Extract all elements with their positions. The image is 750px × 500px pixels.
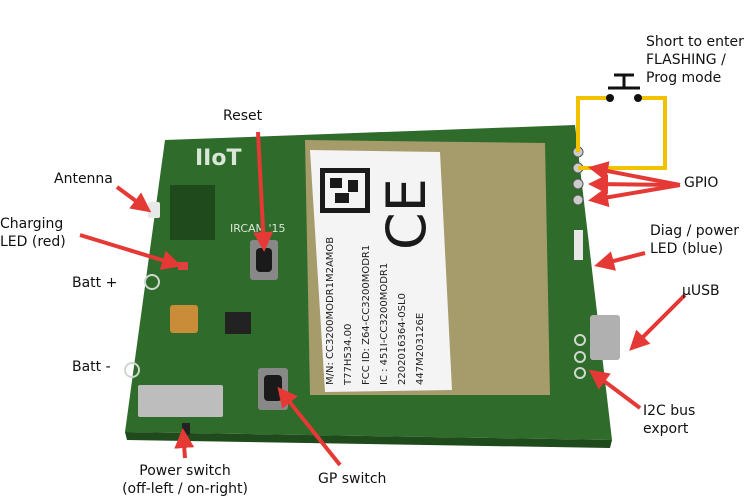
- antenna-trace: [170, 185, 215, 240]
- annotation-arrows: [79, 131, 687, 467]
- ce-mark: CE: [375, 178, 438, 250]
- silk-text: IRCAM '15: [230, 222, 286, 235]
- charging-led: [178, 262, 188, 270]
- gp-switch-button: [258, 368, 288, 410]
- gpio-label: GPIO: [684, 175, 719, 191]
- label-line-4: IC : 451I-CC3200MODR1: [379, 263, 390, 385]
- usb-label: µUSB: [682, 283, 720, 299]
- charging-led-label: Charging LED (red): [0, 216, 66, 250]
- label-line-6: 447M203126E: [415, 313, 426, 385]
- flashing-jumper-wire: [576, 73, 667, 170]
- label-line-3: FCC ID: Z64-CC3200MODR1: [361, 245, 372, 385]
- power-switch-label: Power switch (off-left / on-right): [122, 463, 248, 497]
- diag-led-label: Diag / power LED (blue): [650, 223, 740, 257]
- gp-switch-label: GP switch: [318, 471, 387, 487]
- label-line-1: M/N: CC3200MODR1M2AMOB: [325, 237, 336, 385]
- flashing-mode-label: Short to enter FLASHING / Prog mode: [646, 34, 744, 86]
- i2c-pad: [574, 367, 586, 379]
- usb-connector: [590, 315, 620, 360]
- silk-logo: IIoT: [195, 146, 242, 171]
- label-line-2: T77H534.00: [343, 324, 354, 386]
- batt-minus-label: Batt -: [72, 359, 111, 375]
- batt-plus-label: Batt +: [72, 275, 118, 291]
- label-line-5: 2202016364-0SL0: [397, 293, 408, 385]
- diag-led: [574, 230, 583, 260]
- i2c-bus-label: I2C bus export: [643, 403, 696, 437]
- reset-label: Reset: [223, 108, 263, 124]
- batt-minus-pad: [124, 362, 140, 378]
- antenna-label: Antenna: [54, 171, 113, 187]
- batt-plus-pad: [144, 274, 160, 290]
- wifi-module: CE M/N: CC3200MODR1M2AMOB T77H534.00 FCC…: [305, 140, 550, 395]
